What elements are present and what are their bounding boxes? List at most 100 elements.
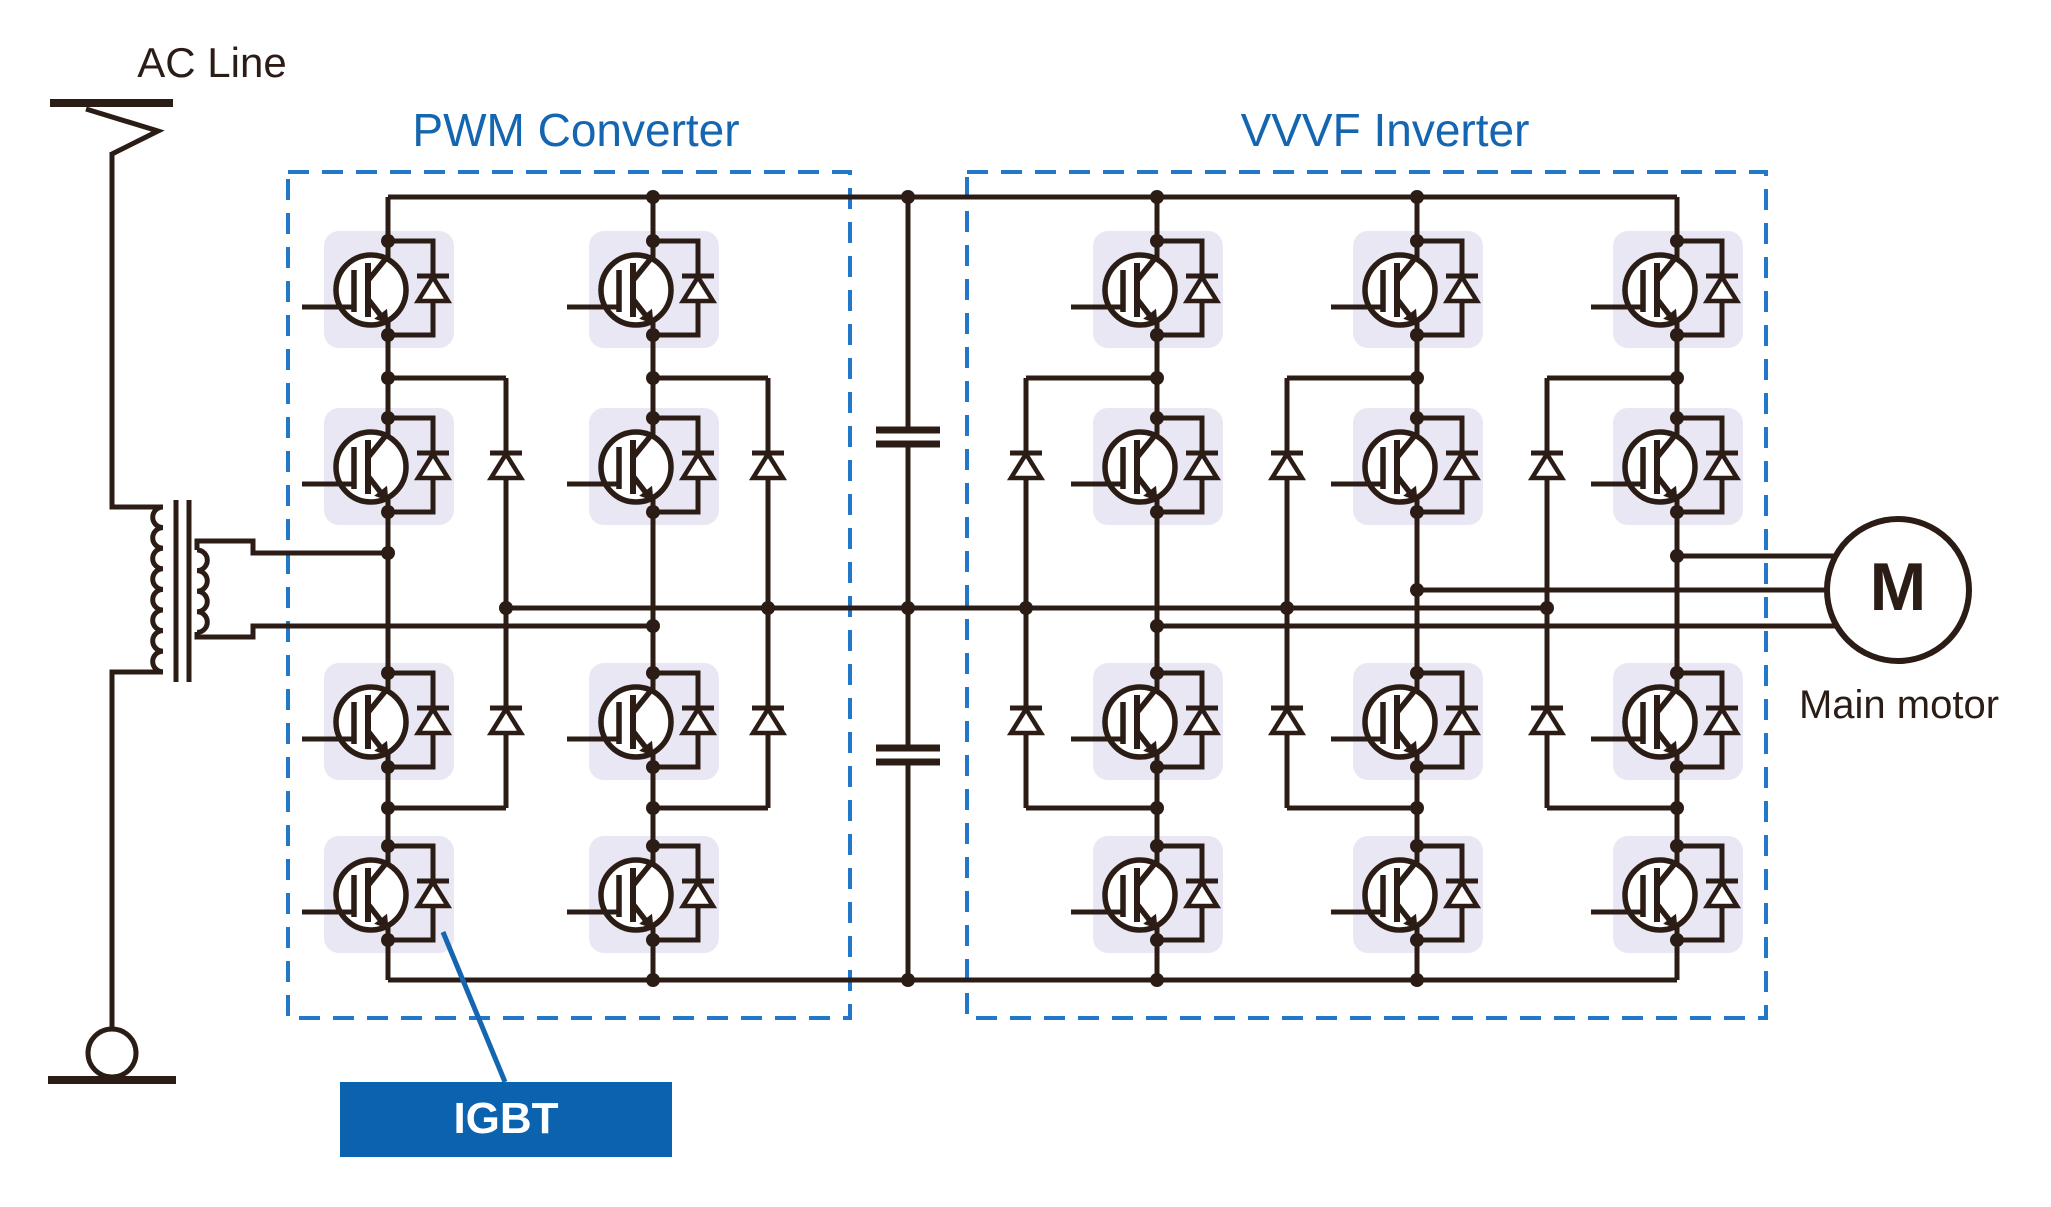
junction-dot xyxy=(1410,801,1424,815)
clamp-diode-icon xyxy=(486,449,526,481)
antiparallel-diode-icon xyxy=(1702,272,1742,304)
antiparallel-diode-icon xyxy=(1442,272,1482,304)
vvvf-inverter-label: VVVF Inverter xyxy=(1240,104,1530,156)
emitter-arrow-icon xyxy=(1143,485,1158,501)
junction-dot xyxy=(1540,601,1554,615)
ac-line-label: AC Line xyxy=(137,39,287,86)
igbt-callout-box xyxy=(340,1082,672,1157)
collector-line xyxy=(1654,431,1679,460)
collector-line xyxy=(1394,859,1419,888)
antiparallel-diode-icon xyxy=(678,877,718,909)
motor-letter: M xyxy=(1869,549,1927,625)
collector-line xyxy=(1134,254,1159,283)
junction-dot xyxy=(1150,933,1164,947)
collector-line xyxy=(1394,686,1419,715)
collector-line xyxy=(1394,254,1419,283)
junction-dot xyxy=(1670,801,1684,815)
junction-dot xyxy=(381,371,395,385)
junction-dot xyxy=(1410,328,1424,342)
junction-dot xyxy=(499,601,513,615)
junction-dot xyxy=(1670,760,1684,774)
junction-dot xyxy=(1150,190,1164,204)
transformer-primary-coil-icon xyxy=(150,504,164,675)
collector-line xyxy=(630,431,655,460)
main-motor-circle xyxy=(1824,516,1972,664)
junction-dot xyxy=(1670,234,1684,248)
clamp-diode-icon xyxy=(1527,449,1567,481)
antiparallel-diode-icon xyxy=(678,704,718,736)
antiparallel-diode-icon xyxy=(1702,449,1742,481)
antiparallel-diode-icon xyxy=(678,272,718,304)
antiparallel-diode-icon xyxy=(1182,272,1222,304)
emitter-arrow-icon xyxy=(374,913,389,929)
collector-line xyxy=(365,686,390,715)
junction-dot xyxy=(646,760,660,774)
junction-dot xyxy=(761,601,775,615)
emitter-arrow-icon xyxy=(639,485,654,501)
junction-dot xyxy=(1670,933,1684,947)
pwm-dashed-box xyxy=(286,170,852,1020)
junction-dot xyxy=(1150,760,1164,774)
emitter-arrow-icon xyxy=(639,308,654,324)
junction-dot xyxy=(1410,411,1424,425)
emitter-arrow-icon xyxy=(1663,913,1678,929)
junction-dot xyxy=(1150,411,1164,425)
antiparallel-diode-icon xyxy=(678,449,718,481)
clamp-diode-icon xyxy=(486,704,526,736)
junction-dot xyxy=(1150,973,1164,987)
junction-dot xyxy=(646,234,660,248)
emitter-arrow-icon xyxy=(639,740,654,756)
pwm-converter-label: PWM Converter xyxy=(412,104,740,156)
junction-dot xyxy=(1670,411,1684,425)
junction-dot xyxy=(1410,190,1424,204)
junction-dot xyxy=(646,619,660,633)
junction-dot xyxy=(1410,505,1424,519)
wheel-icon xyxy=(85,1026,139,1080)
junction-dot xyxy=(1670,549,1684,563)
junction-dot xyxy=(381,666,395,680)
junction-dot xyxy=(1410,583,1424,597)
junction-dot xyxy=(1280,601,1294,615)
junction-dot xyxy=(901,973,915,987)
emitter-arrow-icon xyxy=(1143,740,1158,756)
layer-sym xyxy=(85,252,1972,1080)
emitter-arrow-icon xyxy=(1663,308,1678,324)
pantograph-arm-icon xyxy=(85,106,165,157)
junction-dot xyxy=(1670,839,1684,853)
junction-dot xyxy=(646,371,660,385)
antiparallel-diode-icon xyxy=(413,877,453,909)
junction-dot xyxy=(1150,234,1164,248)
emitter-arrow-icon xyxy=(1403,913,1418,929)
junction-dot xyxy=(1410,839,1424,853)
emitter-arrow-icon xyxy=(1663,740,1678,756)
collector-line xyxy=(1654,859,1679,888)
antiparallel-diode-icon xyxy=(1442,877,1482,909)
antiparallel-diode-icon xyxy=(1182,449,1222,481)
antiparallel-diode-icon xyxy=(413,272,453,304)
junction-dot xyxy=(1019,601,1033,615)
emitter-arrow-icon xyxy=(374,485,389,501)
collector-line xyxy=(630,859,655,888)
junction-dot xyxy=(1410,973,1424,987)
antiparallel-diode-icon xyxy=(1702,877,1742,909)
junction-dot xyxy=(646,505,660,519)
junction-dot xyxy=(1410,371,1424,385)
junction-dot xyxy=(381,760,395,774)
junction-dot xyxy=(1150,839,1164,853)
emitter-arrow-icon xyxy=(1143,913,1158,929)
main-motor-label: Main motor xyxy=(1798,683,2000,727)
junction-dot xyxy=(1670,505,1684,519)
igbt-callout-label: IGBT xyxy=(453,1094,559,1143)
ac-feed-wire xyxy=(109,152,163,510)
junction-dot xyxy=(901,190,915,204)
junction-dot xyxy=(1410,666,1424,680)
junction-dot xyxy=(381,411,395,425)
emitter-arrow-icon xyxy=(374,308,389,324)
transformer-secondary-coil-icon xyxy=(196,547,210,635)
junction-dot xyxy=(381,234,395,248)
vvvf-dashed-box xyxy=(965,170,1768,1020)
layer-wire xyxy=(48,99,1850,1084)
junction-dot xyxy=(1410,933,1424,947)
collector-line xyxy=(1134,859,1159,888)
